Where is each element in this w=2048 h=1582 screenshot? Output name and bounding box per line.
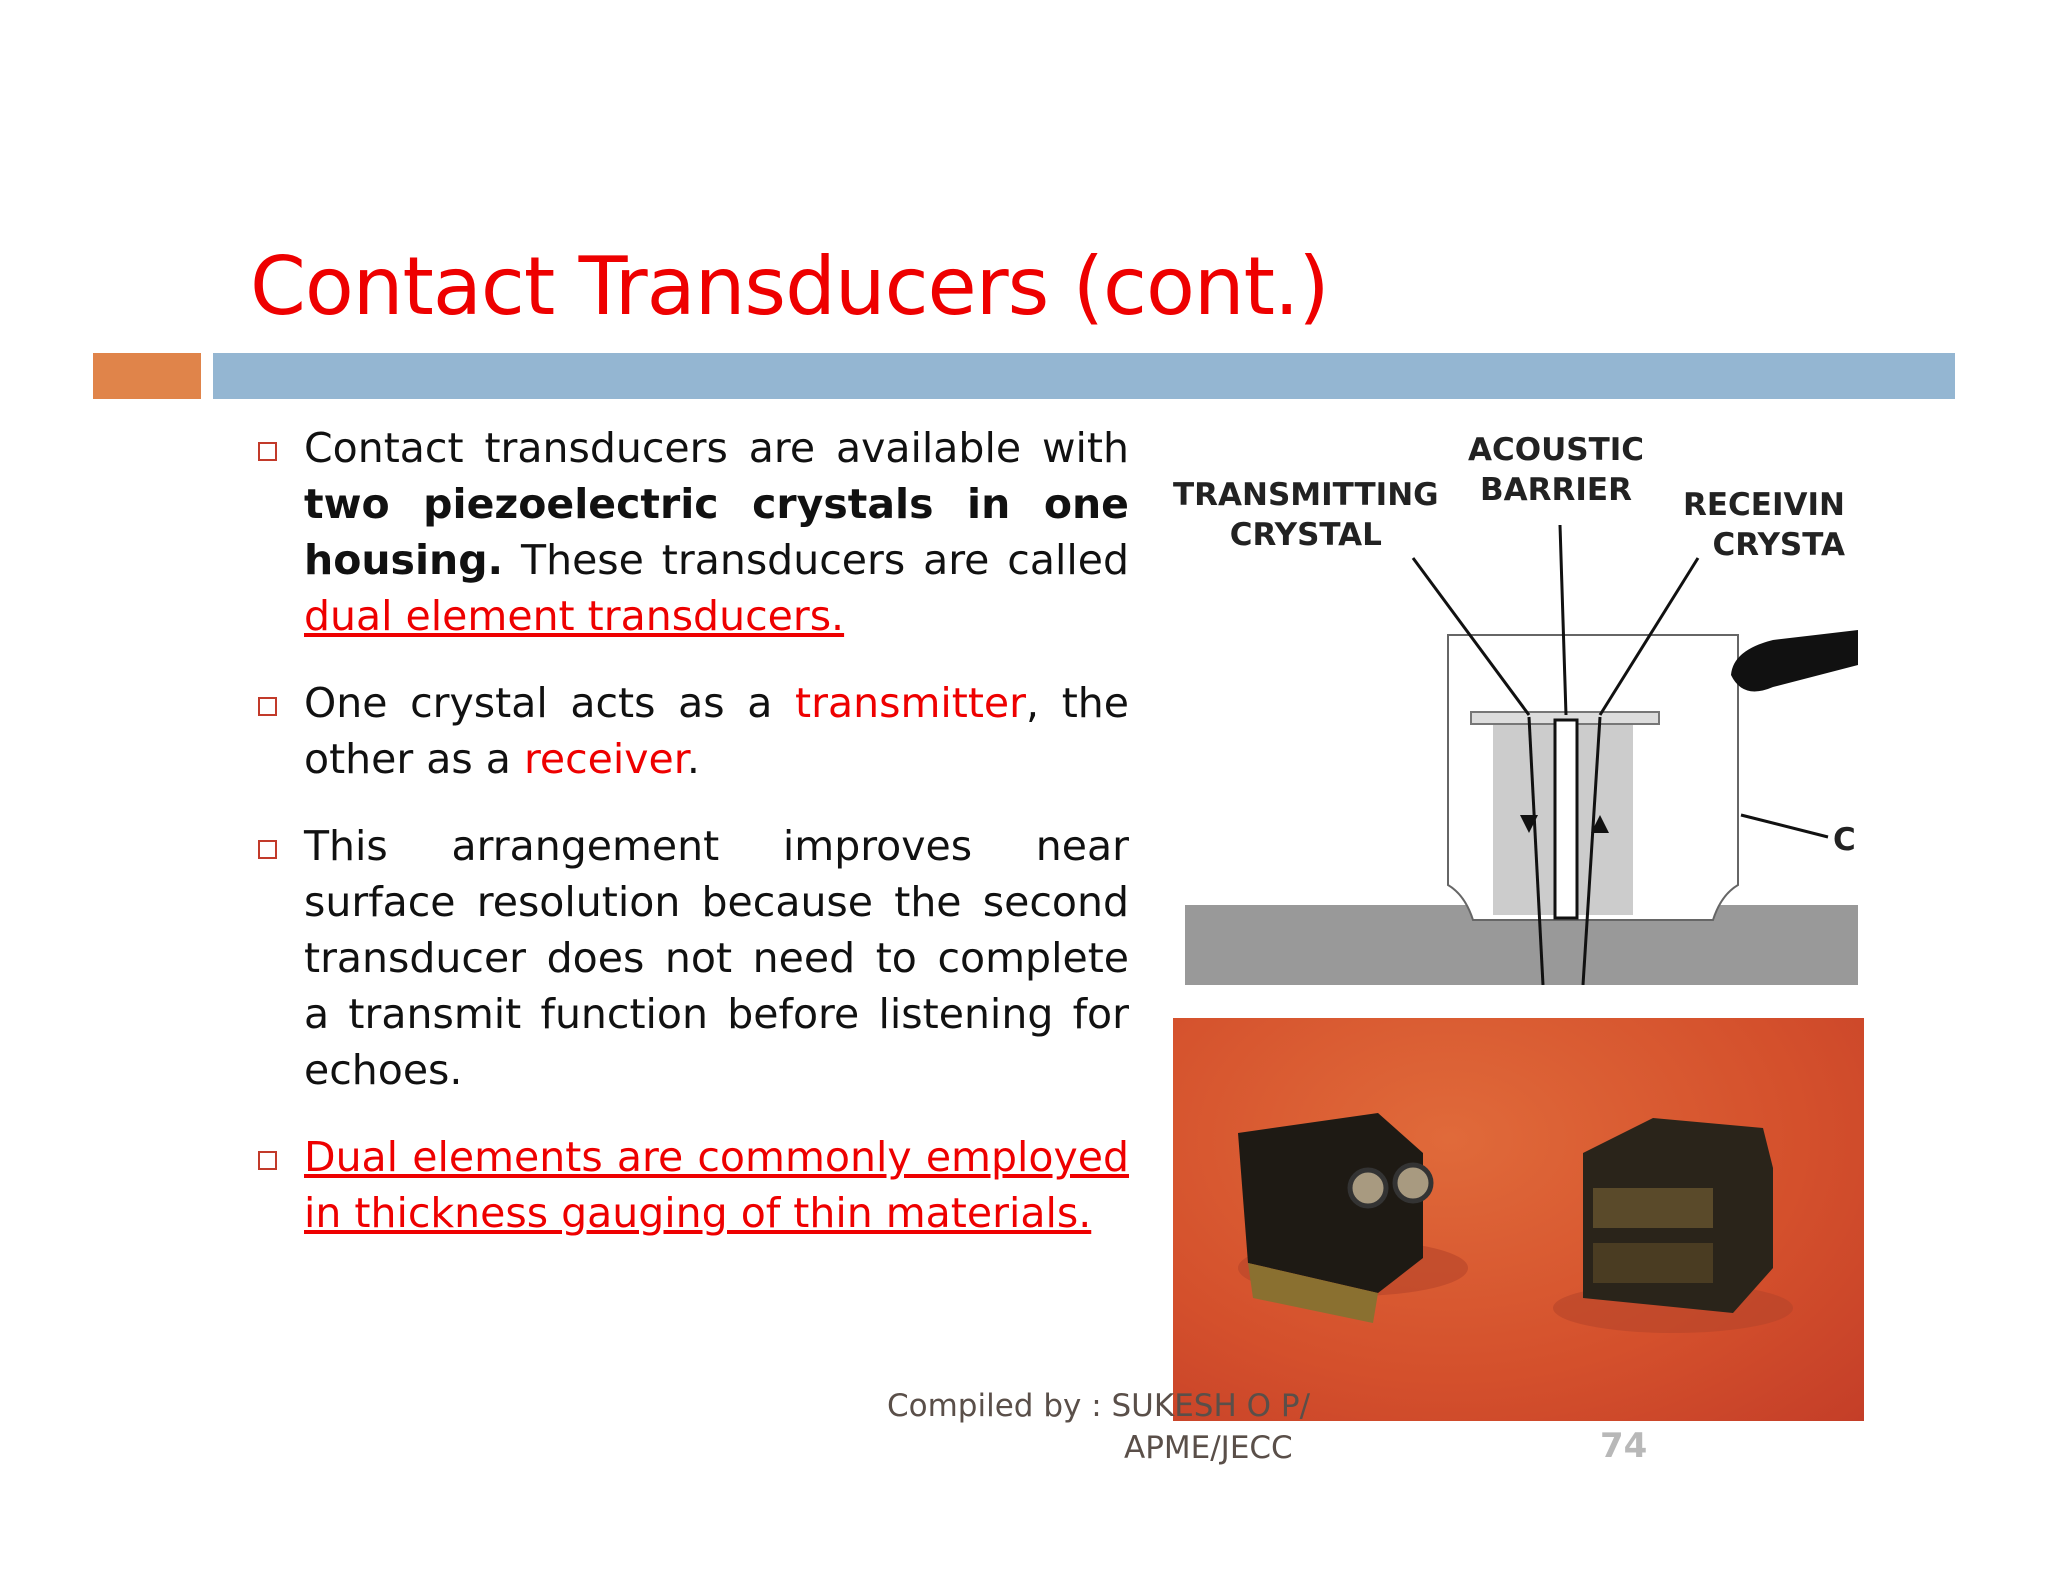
photo-drawing <box>1238 1113 1793 1333</box>
highlight-transmitter: transmitter <box>795 679 1027 727</box>
connector-icon <box>1392 1162 1434 1204</box>
highlight-receiver: receiver <box>523 735 687 783</box>
bullet-text: These transducers are called <box>503 536 1129 584</box>
acoustic-barrier <box>1553 718 1579 920</box>
slide-title: Contact Transducers (cont.) <box>250 240 1330 333</box>
bullet-text: One crystal acts as a <box>304 679 796 727</box>
label-line: BARRIER <box>1480 472 1632 508</box>
label-line: TRANSMITTING <box>1173 477 1439 513</box>
title-bar-blue <box>213 353 1955 399</box>
transducer-photo <box>1173 1018 1864 1421</box>
leader-line <box>1411 557 1531 716</box>
footer-author: Compiled by : SUKESH O P/ <box>887 1388 1311 1424</box>
leader-line <box>1558 524 1568 716</box>
label-line: CRYSTAL <box>1229 517 1382 553</box>
label-transmitting-crystal: TRANSMITTING CRYSTAL <box>1173 475 1439 555</box>
bullet-text: . <box>686 735 700 783</box>
title-bar-orange <box>93 353 201 399</box>
bullet-square-icon <box>258 697 277 716</box>
bullet-square-icon <box>258 1151 277 1170</box>
bullet-item: This arrangement improves near surface r… <box>255 818 1129 1098</box>
up-arrow-icon <box>1591 815 1609 833</box>
label-line: RECEIVIN <box>1683 487 1845 523</box>
bullet-text: Contact transducers are available with <box>304 424 1129 472</box>
bullet-square-icon <box>258 840 277 859</box>
label-line: ACOUSTIC <box>1468 432 1645 468</box>
bullet-text: , the other as a <box>304 679 1129 783</box>
leader-line <box>1598 557 1700 716</box>
bullet-bold-text: two piezoelectric crystals in one housin… <box>304 480 1129 584</box>
bullet-text: This arrangement improves near surface r… <box>304 822 1129 1094</box>
dual-transducer-diagram: ACOUSTIC BARRIER TRANSMITTING CRYSTAL RECE… <box>1173 425 1858 985</box>
leader-line <box>1740 813 1829 839</box>
label-acoustic-barrier: ACOUSTIC BARRIER <box>1468 430 1644 510</box>
label-receiving-crystal: RECEIVIN CRYSTA <box>1683 485 1845 565</box>
label-case: C <box>1833 822 1856 858</box>
thickness-gauging-link[interactable]: Dual elements are commonly employed in t… <box>304 1133 1129 1237</box>
cable <box>1731 630 1858 692</box>
bullet-square-icon <box>258 442 277 461</box>
label-line: CRYSTA <box>1712 527 1845 563</box>
sound-path-line <box>1527 716 1545 985</box>
bullet-item: Contact transducers are available with t… <box>255 420 1129 644</box>
bullet-list: Contact transducers are available with t… <box>255 420 1129 1272</box>
footer-institution: APME/JECC <box>1124 1430 1293 1466</box>
bullet-item: One crystal acts as a transmitter, the o… <box>255 675 1129 787</box>
dual-element-link[interactable]: dual element transducers. <box>304 592 845 640</box>
bullet-item: Dual elements are commonly employed in t… <box>255 1129 1129 1241</box>
page-number: 74 <box>1600 1426 1648 1466</box>
sound-path-line <box>1581 716 1602 985</box>
down-arrow-icon <box>1520 815 1538 833</box>
dual-transducer-left <box>1238 1113 1423 1293</box>
connector-icon <box>1347 1167 1389 1209</box>
diagram-drawing <box>1185 524 1858 985</box>
